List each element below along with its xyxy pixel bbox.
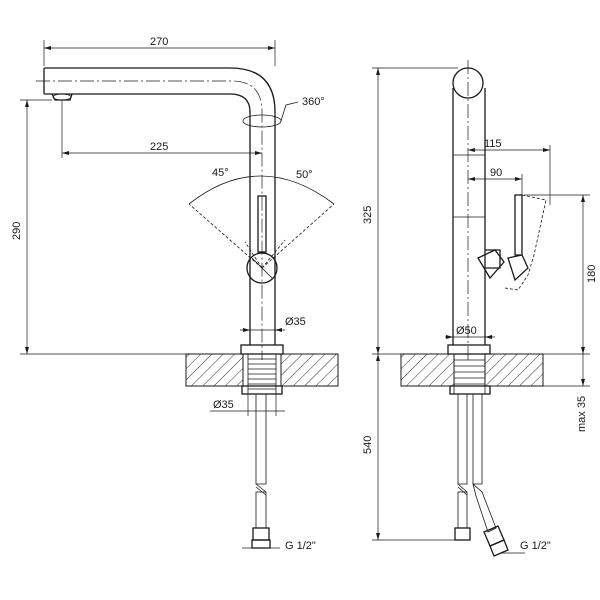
aerator-rim <box>52 93 72 101</box>
side-countertop-left <box>400 353 455 387</box>
lever-handle <box>257 195 267 253</box>
dim-540-label: 540 <box>362 436 374 454</box>
dim-180-label: 180 <box>586 265 598 283</box>
dim-325-label: 325 <box>362 206 374 224</box>
dim-270-label: 270 <box>150 36 168 48</box>
side-countertop-right <box>484 353 544 387</box>
lever-swing-arc <box>188 175 335 205</box>
spout-centerline <box>36 80 263 360</box>
body-diameter-label: Ø35 <box>285 316 306 328</box>
dim-115-label: 115 <box>484 138 502 150</box>
side-body-outline <box>452 88 486 345</box>
dim-225-label: 225 <box>150 141 168 153</box>
shank-diameter-label: Ø35 <box>213 399 234 411</box>
side-shank-thread-lines <box>454 359 485 385</box>
countertop-section-left <box>185 353 244 387</box>
spout-outline <box>43 67 276 345</box>
side-lever <box>485 249 501 269</box>
side-body-diameter-label: Ø50 <box>456 325 477 337</box>
supply-hoses <box>251 393 271 549</box>
max-counter-label: max 35 <box>576 396 588 432</box>
lever-hub <box>246 252 278 284</box>
dim-290-label: 290 <box>11 222 23 240</box>
rotation-label: 360° <box>302 96 325 108</box>
angle-left-label: 45° <box>212 167 229 179</box>
side-thread-label: G 1/2" <box>520 540 551 552</box>
side-view: 325 115 90 180 Ø50 <box>362 60 598 557</box>
dim-90-label: 90 <box>490 167 502 179</box>
countertop-section-right <box>280 353 339 387</box>
front-thread-label: G 1/2" <box>285 540 316 552</box>
shank-thread-lines <box>248 358 276 390</box>
side-lever-alt-position <box>504 194 547 291</box>
front-view: 360° 270 225 290 45° 50° <box>11 36 339 552</box>
side-supply-hoses <box>454 393 509 557</box>
angle-right-label: 50° <box>296 169 313 181</box>
